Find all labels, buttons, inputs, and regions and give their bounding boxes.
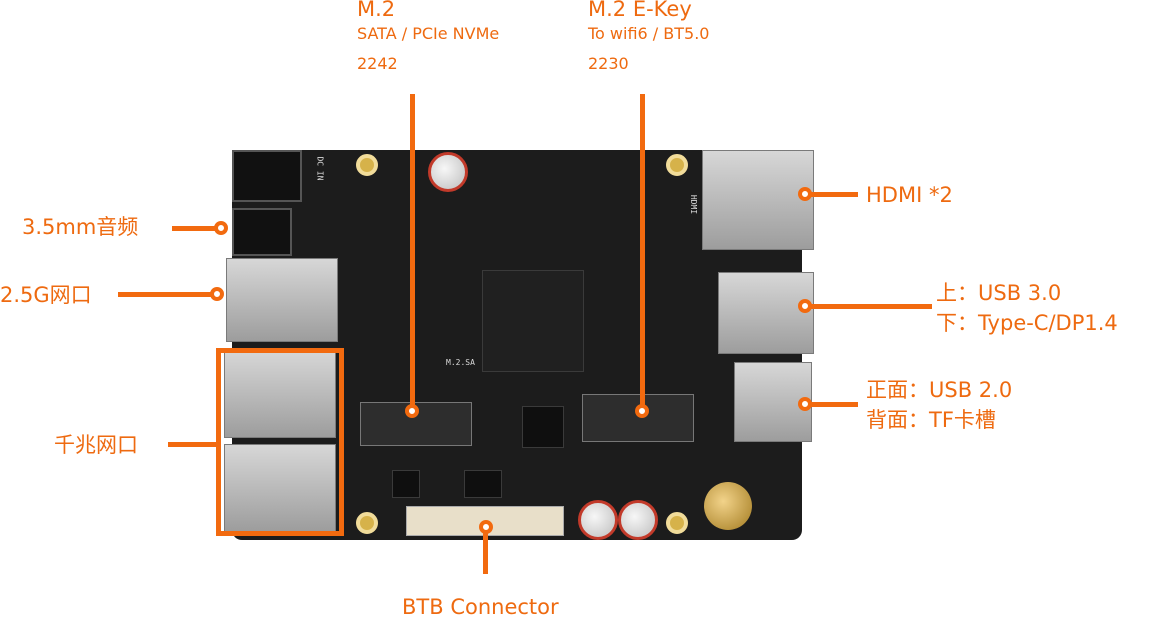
mounting-hole <box>666 154 688 176</box>
capacitor-bottom-2 <box>618 500 658 540</box>
silkscreen-text: HDMI <box>689 194 699 215</box>
chip <box>522 406 564 448</box>
gige-port-bottom <box>224 444 336 532</box>
usb3-line2: 下：Type-C/DP1.4 <box>936 311 1118 335</box>
gige-port-top <box>224 350 336 438</box>
usb3-leader <box>806 304 932 309</box>
hdmi-leader <box>806 192 858 197</box>
mounting-hole <box>666 512 688 534</box>
usb3-dot <box>798 299 812 313</box>
mounting-hole <box>356 154 378 176</box>
m2-line2: 2242 <box>357 54 398 73</box>
audio-dot <box>214 221 228 235</box>
ekey-dot <box>635 404 649 418</box>
hdmi-label: HDMI *2 <box>866 183 953 207</box>
audio-jack <box>232 208 292 256</box>
hdmi-port <box>702 150 814 250</box>
hdmi-dot <box>798 187 812 201</box>
silkscreen-text: M.2.SA <box>446 358 475 367</box>
audio-label: 3.5mm音频 <box>22 215 139 239</box>
coin-cell-battery <box>704 482 752 530</box>
ekey-line1: To wifi6 / BT5.0 <box>588 24 710 43</box>
ekey-title: M.2 E-Key <box>588 0 692 21</box>
usb2-line2: 背面：TF卡槽 <box>866 408 996 432</box>
capacitor-bottom-1 <box>578 500 618 540</box>
gige-leader <box>168 442 218 447</box>
capacitor-top <box>428 152 468 192</box>
chip <box>392 470 420 498</box>
soc-area <box>482 270 584 372</box>
ethernet-25g-port <box>226 258 338 342</box>
eth25-dot <box>210 287 224 301</box>
gige-highlight-box <box>216 348 344 536</box>
usb2-dot <box>798 397 812 411</box>
m2-dot <box>405 404 419 418</box>
usb2-line1: 正面：USB 2.0 <box>866 378 1013 402</box>
chip <box>464 470 502 498</box>
m2-line1: SATA / PCIe NVMe <box>357 24 500 43</box>
m2-title: M.2 <box>357 0 396 21</box>
gige-label: 千兆网口 <box>54 433 138 457</box>
m2-ekey-slot <box>582 394 694 442</box>
eth25-label: 2.5G网口 <box>0 283 92 307</box>
btb-label: BTB Connector <box>402 595 559 619</box>
usb3-port <box>718 272 814 354</box>
ekey-line2: 2230 <box>588 54 629 73</box>
ekey-leader <box>640 94 645 408</box>
silkscreen-text: DC IN <box>315 156 325 181</box>
audio-leader <box>172 226 220 231</box>
board-image: DC IN M.2.SA HDMI <box>224 150 814 540</box>
mounting-hole <box>356 512 378 534</box>
eth25-leader <box>118 292 214 297</box>
usb2-leader <box>806 402 858 407</box>
usb3-line1: 上：USB 3.0 <box>936 281 1062 305</box>
btb-leader <box>483 530 488 574</box>
dc-in-jack <box>232 150 302 202</box>
m2-leader <box>410 94 415 408</box>
